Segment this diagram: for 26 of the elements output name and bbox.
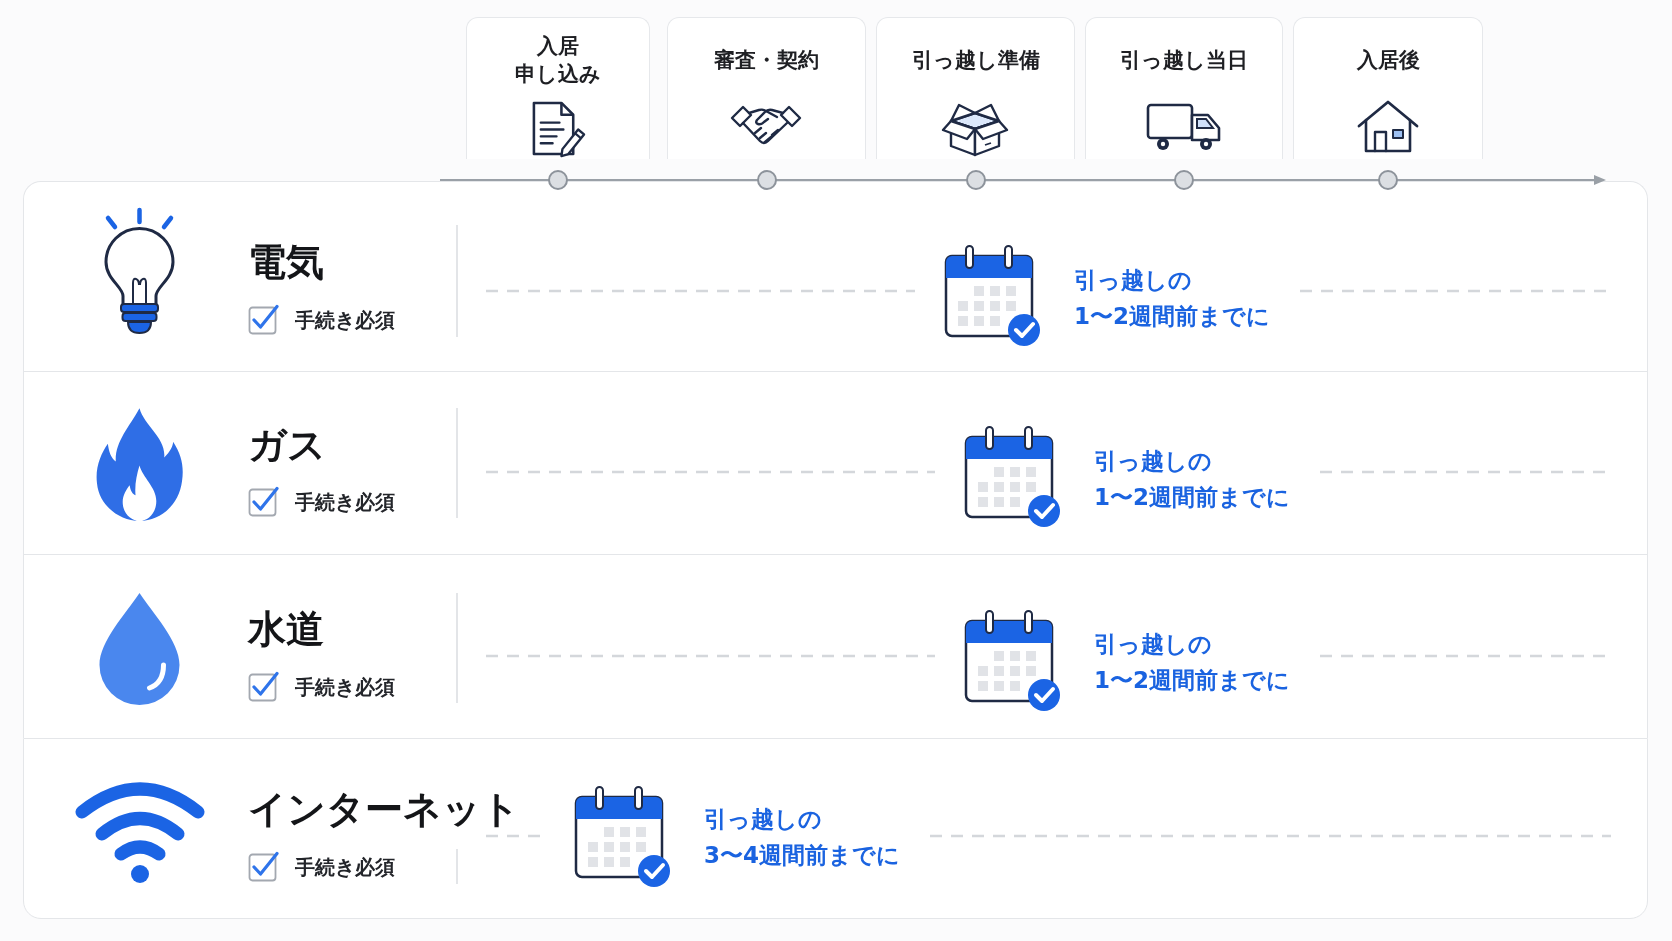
utility-row bbox=[23, 181, 1648, 371]
deadline-text: 引っ越しの1〜2週間前までに bbox=[1074, 266, 1271, 331]
stage-title: 引っ越し準備 bbox=[911, 47, 1040, 74]
deadline-text: 引っ越しの1〜2週間前までに bbox=[1094, 447, 1291, 512]
utility-name: 電気 bbox=[248, 239, 324, 285]
stage-card bbox=[876, 17, 1075, 159]
utility-row bbox=[23, 554, 1648, 738]
stage-card bbox=[667, 17, 866, 159]
utility-name: 水道 bbox=[248, 606, 324, 652]
utility-name: インターネット bbox=[248, 786, 520, 832]
deadline-text: 引っ越しの3〜4週間前までに bbox=[704, 805, 901, 870]
stage-title: 入居申し込み bbox=[514, 33, 601, 88]
stage-card bbox=[466, 17, 650, 159]
stage-title: 入居後 bbox=[1356, 47, 1420, 74]
stage-card bbox=[1293, 17, 1483, 159]
stage-title: 審査・契約 bbox=[713, 47, 819, 74]
stage-title: 引っ越し当日 bbox=[1119, 47, 1248, 74]
utility-row bbox=[23, 371, 1648, 554]
utility-row bbox=[23, 738, 1648, 919]
stage-card bbox=[1085, 17, 1283, 159]
requirement-text: 手続き必須 bbox=[295, 306, 395, 334]
deadline-text: 引っ越しの1〜2週間前までに bbox=[1094, 630, 1291, 695]
requirement-text: 手続き必須 bbox=[295, 673, 395, 701]
requirement-text: 手続き必須 bbox=[295, 853, 395, 881]
requirement-text: 手続き必須 bbox=[295, 488, 395, 516]
utility-name: ガス bbox=[248, 422, 326, 468]
